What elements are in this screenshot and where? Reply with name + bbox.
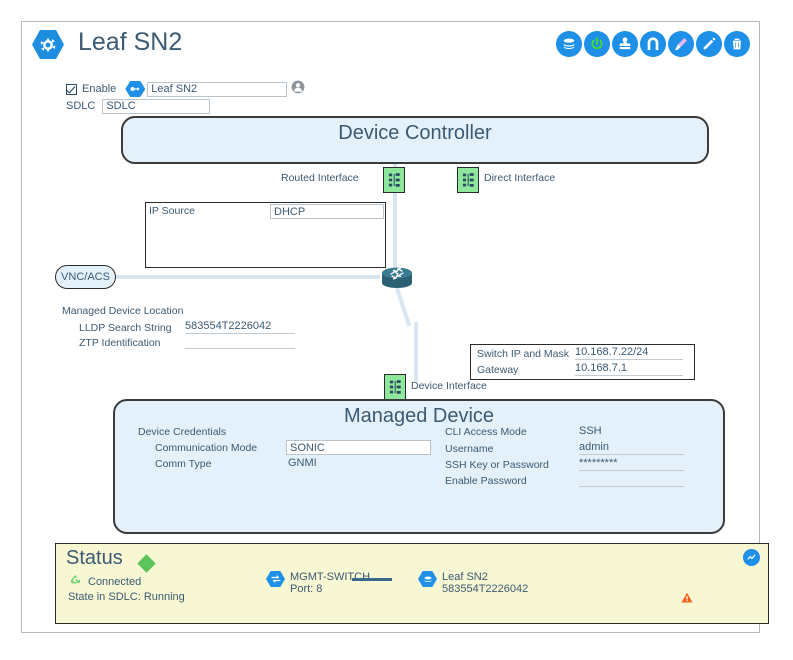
- connected-label: Connected: [88, 576, 142, 588]
- status-device-name: Leaf SN2: [442, 571, 488, 583]
- ip-source-input[interactable]: [270, 204, 384, 219]
- direct-interface-icon[interactable]: [457, 167, 479, 193]
- arch-icon[interactable]: [640, 31, 666, 57]
- status-panel: Status Connected State in SDLC: Running: [55, 543, 769, 624]
- peer-link-line: [352, 578, 392, 581]
- switch-ip-value[interactable]: 10.168.7.22/24: [575, 346, 683, 360]
- comm-type-value: GNMI: [288, 457, 317, 469]
- diagram-canvas: Leaf SN2: [21, 21, 769, 633]
- link-controller-to-router: [393, 164, 397, 270]
- sdlc-label: SDLC: [66, 100, 96, 112]
- status-device-serial: 583554T2226042: [442, 583, 529, 595]
- direct-interface-label: Direct Interface: [484, 172, 556, 184]
- trash-icon[interactable]: [724, 31, 750, 57]
- ip-source-label: IP Source: [149, 205, 195, 217]
- peer-switch-port: Port: 8: [290, 583, 323, 595]
- link-router-to-device: [395, 287, 412, 327]
- communication-mode-label: Communication Mode: [155, 442, 258, 454]
- connected-recycle-icon: [68, 572, 83, 592]
- vnc-acs-node[interactable]: VNC/ACS: [55, 265, 116, 289]
- page-title: Leaf SN2: [78, 28, 183, 56]
- switch-ip-table: [470, 344, 695, 380]
- device-controller-title: Device Controller: [338, 122, 492, 144]
- sdlc-row: SDLC: [66, 98, 211, 114]
- status-title: Status: [66, 547, 123, 569]
- sdlc-input[interactable]: [102, 98, 211, 114]
- state-in-sdlc-label: State in SDLC: Running: [68, 591, 185, 603]
- chart-badge-icon[interactable]: [743, 549, 760, 566]
- enable-row: Enable: [66, 80, 305, 99]
- gateway-value[interactable]: 10.168.7.1: [575, 362, 683, 376]
- ssh-key-or-password-label: SSH Key or Password: [445, 459, 549, 471]
- cli-access-mode-label: CLI Access Mode: [445, 426, 527, 438]
- device-controller-panel: Device Controller: [121, 116, 709, 164]
- lldp-search-string-label: LLDP Search String: [79, 322, 172, 334]
- device-hex-icon: [418, 571, 437, 587]
- communication-mode-input[interactable]: [286, 440, 431, 455]
- enable-password-value[interactable]: [579, 473, 684, 487]
- link-hex-icon: [125, 81, 146, 97]
- lldp-search-string-value[interactable]: 583554T2226042: [185, 320, 295, 334]
- link-vnc-to-router: [116, 275, 380, 279]
- stack-icon[interactable]: [556, 31, 582, 57]
- managed-device-title: Managed Device: [343, 405, 495, 427]
- gateway-label: Gateway: [477, 364, 519, 376]
- header: Leaf SN2: [32, 28, 750, 64]
- managed-device-location-label: Managed Device Location: [62, 305, 184, 317]
- status-device-node[interactable]: Leaf SN2 583554T2226042: [418, 571, 528, 595]
- link-device-interface: [414, 322, 418, 382]
- enable-password-label: Enable Password: [445, 475, 527, 487]
- ssh-key-or-password-value[interactable]: *********: [579, 457, 684, 471]
- routed-interface-icon[interactable]: [383, 167, 405, 193]
- router-icon[interactable]: [377, 264, 417, 290]
- device-name-input[interactable]: [147, 81, 288, 97]
- toolbar: [556, 31, 750, 57]
- device-hex-icon: [32, 30, 64, 59]
- peer-switch-name: MGMT-SWITCH: [290, 571, 371, 583]
- power-icon[interactable]: [584, 31, 610, 57]
- cli-access-mode-value: SSH: [579, 425, 602, 437]
- vnc-acs-label: VNC/ACS: [61, 271, 110, 283]
- switch-ip-label: Switch IP and Mask: [477, 348, 570, 360]
- device-interface-icon[interactable]: [384, 374, 406, 400]
- enable-label: Enable: [82, 83, 117, 95]
- managed-device-panel: Managed Device: [113, 399, 725, 534]
- switch-hex-icon: [266, 571, 285, 587]
- device-credentials-label: Device Credentials: [138, 426, 227, 438]
- username-value[interactable]: admin: [579, 441, 684, 455]
- peer-switch-node[interactable]: MGMT-SWITCH Port: 8: [266, 571, 370, 595]
- ztp-identification-value[interactable]: [185, 335, 295, 349]
- status-badge: [137, 554, 156, 573]
- enable-checkbox[interactable]: [66, 83, 77, 95]
- ztp-identification-label: ZTP Identification: [79, 337, 161, 349]
- eraser-icon[interactable]: [668, 31, 694, 57]
- comm-type-label: Comm Type: [155, 458, 212, 470]
- pencil-icon[interactable]: [696, 31, 722, 57]
- stamp-icon[interactable]: [612, 31, 638, 57]
- user-avatar-icon[interactable]: [291, 80, 305, 99]
- device-interface-label: Device Interface: [411, 380, 487, 392]
- username-label: Username: [445, 443, 494, 455]
- warning-triangle-icon[interactable]: [681, 590, 693, 608]
- connected-row: Connected: [68, 572, 141, 592]
- routed-interface-label: Routed Interface: [281, 172, 359, 184]
